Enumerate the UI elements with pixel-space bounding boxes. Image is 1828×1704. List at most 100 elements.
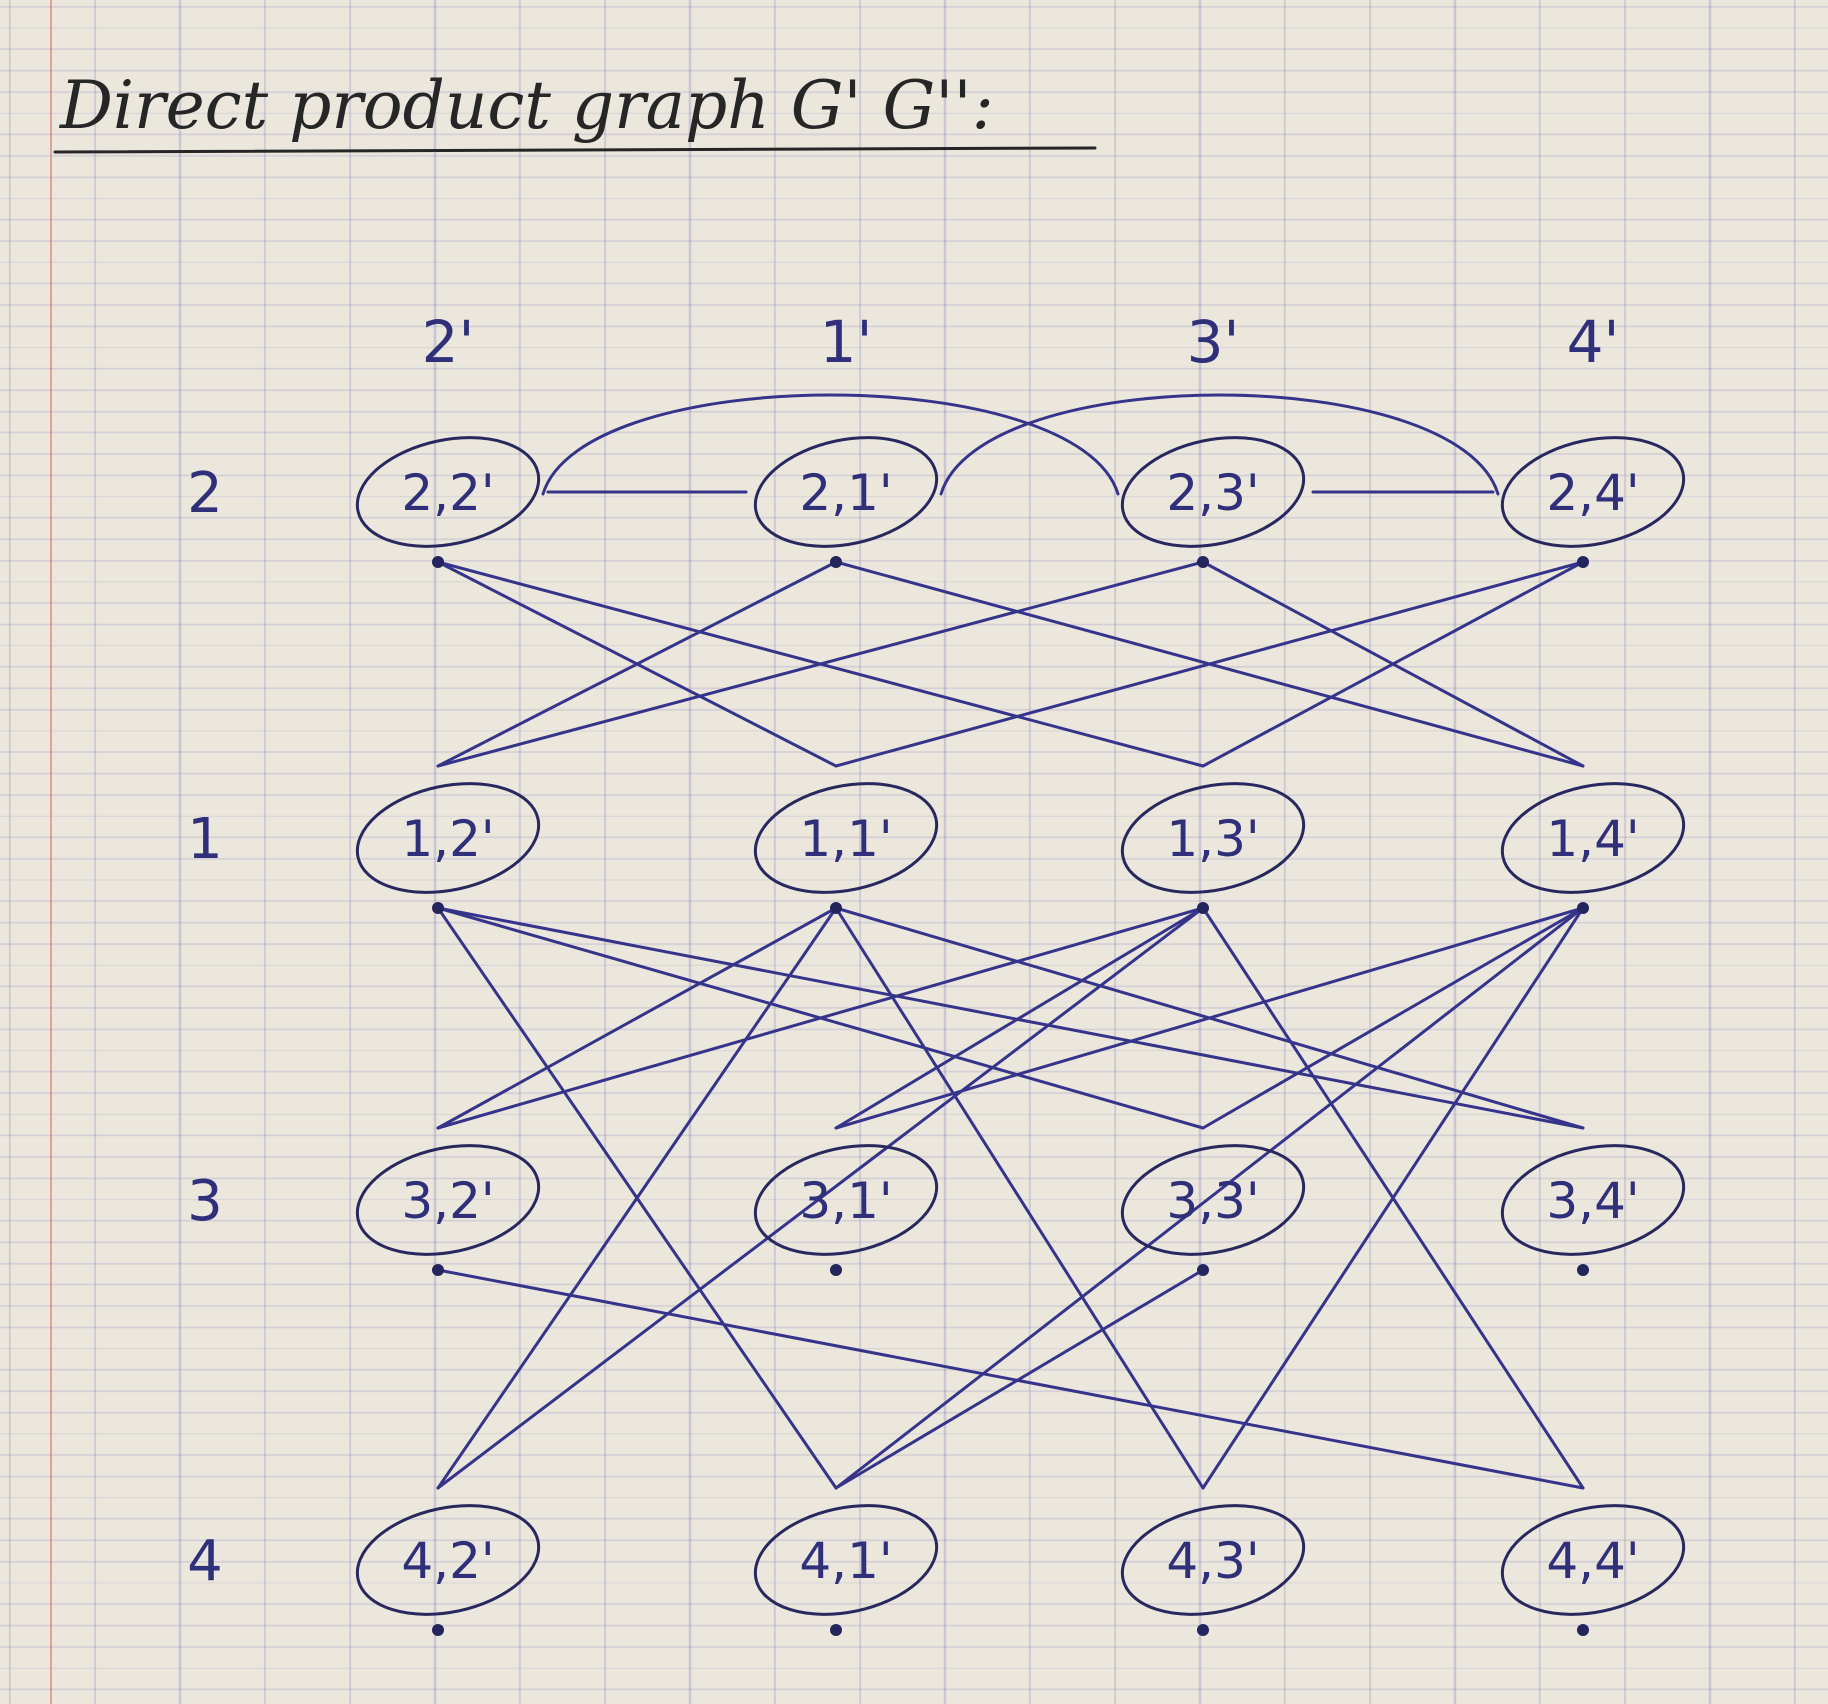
node-anchor-dot-bottom — [1577, 902, 1589, 914]
node-ellipse — [355, 1504, 541, 1616]
column-header-3: 3' — [1187, 308, 1240, 376]
node-label: 3,3' — [1166, 1172, 1259, 1230]
edge-9 — [436, 560, 1205, 768]
edges-layer — [436, 393, 1585, 1490]
node-anchor-dot-bottom — [830, 556, 842, 568]
edge-3 — [939, 393, 1500, 496]
node-label: 4,4' — [1546, 1532, 1639, 1590]
node-anchor-dot-bottom — [432, 902, 444, 914]
node-ellipse — [1500, 782, 1686, 894]
title-underline — [53, 146, 1097, 154]
graph-node: 2,1' — [753, 436, 939, 568]
node-label: 2,2' — [401, 464, 494, 522]
graph-node: 1,2' — [355, 782, 541, 914]
edge-27 — [1201, 906, 1585, 1490]
node-ellipse — [1120, 1144, 1306, 1256]
node-label: 4,2' — [401, 1532, 494, 1590]
column-header-4: 4' — [1567, 308, 1620, 376]
graph-node: 4,4' — [1500, 1504, 1686, 1636]
node-anchor-dot-bottom — [830, 1264, 842, 1276]
edge-24 — [834, 906, 1585, 1130]
node-anchor-dot-bottom — [1197, 1264, 1209, 1276]
node-anchor-dot-bottom — [1577, 556, 1589, 568]
node-label: 2,4' — [1546, 464, 1639, 522]
edge-12 — [1201, 560, 1585, 768]
node-ellipse — [355, 1144, 541, 1256]
node-ellipse — [1120, 1504, 1306, 1616]
graph-node: 3,4' — [1500, 1144, 1686, 1276]
graph-node: 2,3' — [1120, 436, 1306, 568]
margin-line — [50, 0, 52, 1704]
header-layer: 2' 1' 3' 4' 2 1 3 4 — [187, 308, 1619, 1594]
row-label-4: 4 — [187, 1529, 223, 1594]
graph-node: 4,1' — [753, 1504, 939, 1636]
node-label: 4,3' — [1166, 1532, 1259, 1590]
graph-node: 4,3' — [1120, 1504, 1306, 1636]
node-ellipse — [1500, 1504, 1686, 1616]
edge-11 — [834, 560, 1585, 768]
edge-19 — [834, 906, 1205, 1490]
edge-18 — [436, 906, 838, 1490]
node-anchor-dot-bottom — [1197, 556, 1209, 568]
row-label-3: 3 — [187, 1169, 223, 1234]
node-label: 2,3' — [1166, 464, 1259, 522]
node-label: 1,2' — [401, 810, 494, 868]
node-label: 2,1' — [799, 464, 892, 522]
edge-7 — [436, 560, 838, 768]
node-ellipse — [753, 436, 939, 548]
node-ellipse — [1500, 1144, 1686, 1256]
edge-28 — [436, 1268, 1585, 1490]
node-ellipse — [355, 436, 541, 548]
graph-node: 3,2' — [355, 1144, 541, 1276]
node-anchor-dot-bottom — [830, 1624, 842, 1636]
row-label-2: 1 — [187, 807, 223, 872]
graph-node: 3,3' — [1120, 1144, 1306, 1276]
node-label: 4,1' — [799, 1532, 892, 1590]
edge-29 — [834, 1268, 1205, 1490]
edge-20 — [834, 906, 1205, 1130]
row-label-1: 2 — [187, 461, 223, 526]
node-label: 3,1' — [799, 1172, 892, 1230]
graph-node: 3,1' — [753, 1144, 939, 1276]
node-anchor-dot-bottom — [432, 1624, 444, 1636]
node-ellipse — [753, 1504, 939, 1616]
column-header-1: 2' — [422, 308, 475, 376]
diagram-title-group: Direct product graph G' G'': — [53, 67, 1097, 154]
node-ellipse — [1120, 436, 1306, 548]
node-anchor-dot-bottom — [1197, 1624, 1209, 1636]
node-label: 3,2' — [401, 1172, 494, 1230]
nodes-layer: 2,2' 2,1' 2,3' 2,4' 1,2' 1,1' 1,3' 1,4' 3,2' 3,1'… — [355, 436, 1686, 1636]
node-label: 1,4' — [1546, 810, 1639, 868]
edge-26 — [834, 906, 1585, 1490]
node-anchor-dot-bottom — [830, 902, 842, 914]
node-ellipse — [1120, 782, 1306, 894]
graph-node: 2,4' — [1500, 436, 1686, 568]
node-label: 1,3' — [1166, 810, 1259, 868]
edge-25 — [1201, 906, 1585, 1130]
node-ellipse — [753, 782, 939, 894]
edge-16 — [436, 906, 838, 1130]
graph-node: 4,2' — [355, 1504, 541, 1636]
graph-node: 2,2' — [355, 436, 541, 568]
node-ellipse — [753, 1144, 939, 1256]
edge-2 — [541, 393, 1120, 496]
edge-22 — [436, 906, 1205, 1490]
diagram-title: Direct product graph G' G'': — [59, 67, 994, 144]
node-label: 1,1' — [799, 810, 892, 868]
graph-node: 1,1' — [753, 782, 939, 914]
edge-21 — [436, 906, 1205, 1130]
node-anchor-dot-bottom — [1577, 1624, 1589, 1636]
node-anchor-dot-bottom — [432, 1264, 444, 1276]
node-ellipse — [1500, 436, 1686, 548]
graph-node: 1,3' — [1120, 782, 1306, 914]
node-ellipse — [355, 782, 541, 894]
node-anchor-dot-bottom — [1577, 1264, 1589, 1276]
column-header-2: 1' — [820, 308, 873, 376]
graph-node: 1,4' — [1500, 782, 1686, 914]
edge-14 — [436, 906, 1585, 1130]
node-anchor-dot-bottom — [432, 556, 444, 568]
node-label: 3,4' — [1546, 1172, 1639, 1230]
node-anchor-dot-bottom — [1197, 902, 1209, 914]
